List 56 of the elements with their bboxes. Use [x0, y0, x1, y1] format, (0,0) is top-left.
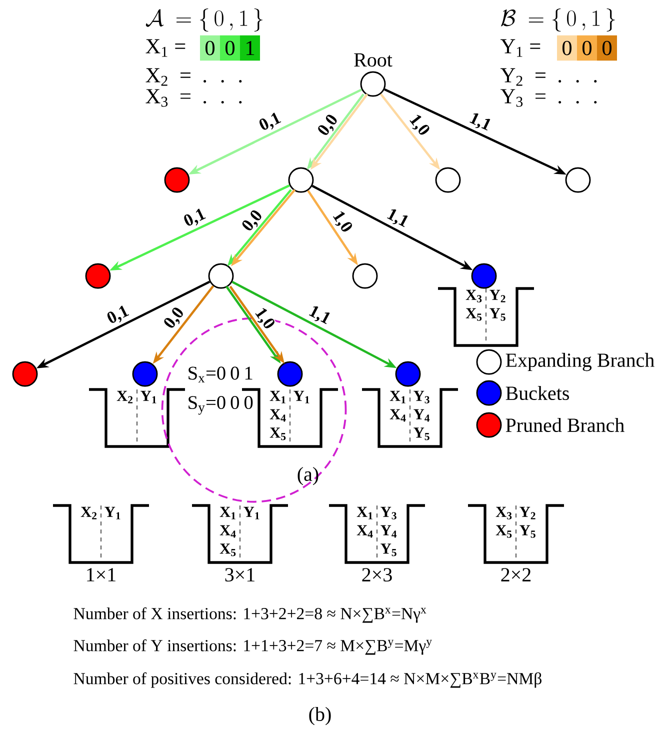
bucket: X$_{3}$ X$_{5}$ Y$_{2}$ Y$_{5}$: [468, 504, 564, 564]
edge-label: 0,1: [184, 208, 206, 226]
bucket: X$_{1}$ X$_{4}$ Y$_{3}$ Y$_{4}$ Y$_{5}$: [329, 504, 425, 564]
sequence-label: X$_{2}$ = . . .: [146, 68, 242, 86]
sequence-label: X$_{1}$ =: [146, 39, 186, 57]
equation: Number of positives considered: 1+3+6+4=14 ≈ N×M×∑B$^{x}$B$^{y}$=NMβ: [74, 672, 542, 688]
value-cell: 0: [220, 35, 240, 61]
edge-label: 1,0: [410, 114, 430, 135]
node-caption: Root: [354, 53, 392, 67]
pruned-node: [85, 263, 111, 289]
sequence-label: Y$_{2}$ = . . .: [500, 68, 597, 86]
legend-label: Buckets: [506, 386, 569, 400]
expanding-node: [435, 167, 461, 193]
size-label: 2×2: [501, 568, 531, 582]
equation: Number of X insertions: 1+3+2+2=8 ≈ N×∑B$^{x}$=Nγ$^{x}$: [74, 607, 426, 623]
legend-label: Pruned Branch: [506, 418, 624, 432]
value-cell: 0: [557, 35, 577, 61]
value-cell: 1: [240, 35, 260, 61]
size-label: 1×1: [87, 568, 116, 582]
edge-label: 0,0: [318, 114, 337, 135]
edge-label: 1,1: [470, 113, 490, 131]
legend-label: Expanding Branch: [506, 352, 654, 372]
bucket: X$_{1}$ X$_{4}$ X$_{5}$ Y$_{1}$: [192, 504, 288, 564]
equation: Number of Y insertions: 1+1+3+2=7 ≈ M×∑B$^{y}$=Mγ$^{y}$: [74, 639, 432, 655]
expanding-node: [352, 263, 378, 289]
value-cell: 0: [597, 35, 617, 61]
panel-label: (b): [309, 706, 331, 726]
value-cell: 0: [200, 35, 220, 61]
size-label: 3×1: [225, 568, 254, 582]
bucket-node: [277, 361, 303, 387]
pruned-node: [12, 361, 38, 387]
bucket-node: [132, 361, 158, 387]
bucket-node: [471, 263, 497, 289]
size-label: 2×3: [362, 568, 392, 582]
edge-label: 0,1: [260, 112, 282, 130]
set-definition: $\mathcal{B}\ =\{\,0\,,1\,\}$: [500, 8, 615, 32]
pruned-node: [164, 167, 190, 193]
expanding-node: [360, 71, 386, 97]
sequence-label: Y$_{3}$ = . . .: [500, 89, 597, 107]
sequence-label: Y$_{1}$ =: [500, 39, 540, 57]
bucket: X$_{2}$ Y$_{1}$: [53, 504, 149, 564]
bucket: X$_{2}$ Y$_{1}$: [89, 388, 185, 448]
edge-label: 0,0: [242, 210, 262, 230]
value-cell: 0: [577, 35, 597, 61]
edge-label: 1,1: [387, 209, 408, 228]
expanding-node: [208, 263, 234, 289]
bucket: X$_{3}$ X$_{5}$ Y$_{2}$ Y$_{5}$: [438, 287, 534, 347]
edge-label: 0,1: [107, 306, 130, 323]
expanding-node: [288, 167, 314, 193]
expanding-node: [565, 167, 591, 193]
edge-label: 1,0: [333, 211, 352, 232]
bucket-node: [395, 361, 421, 387]
bucket: X$_{1}$ X$_{4}$ Y$_{3}$ Y$_{4}$ Y$_{5}$: [362, 388, 458, 448]
panel-label: (a): [298, 466, 318, 486]
sequence-label: X$_{3}$ = . . .: [146, 89, 242, 107]
set-definition: $\mathcal{A}\ =\{\,0\,,1\,\}$: [146, 8, 262, 32]
